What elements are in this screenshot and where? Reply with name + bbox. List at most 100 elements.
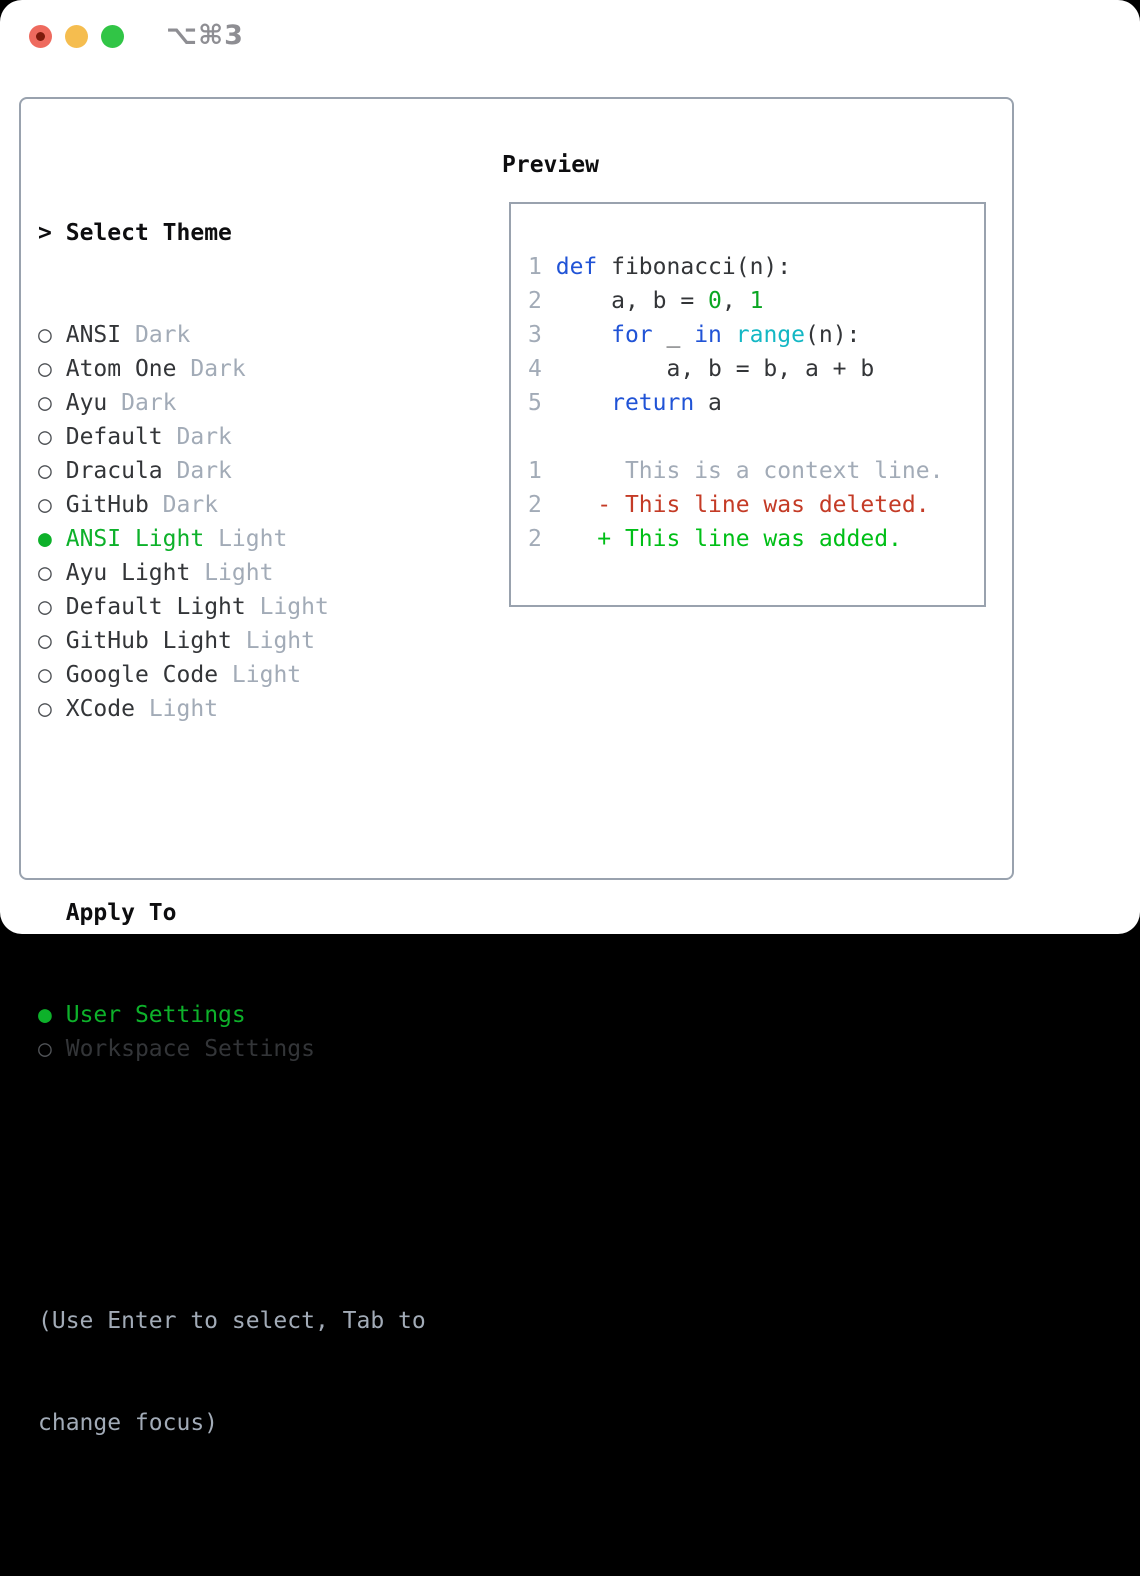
theme-tag: Light: [148, 696, 219, 722]
radio-icon: ○: [38, 560, 52, 586]
preview-header: Preview: [502, 152, 599, 178]
theme-tag: Dark: [162, 492, 219, 518]
spacer: [38, 794, 426, 828]
theme-name: Atom One: [65, 356, 177, 382]
apply-to-label: Apply To: [65, 900, 177, 926]
code-token: [722, 322, 736, 348]
theme-option-xcode[interactable]: ○ XCode Light: [38, 692, 426, 726]
line-number: 5: [528, 390, 542, 416]
code-line: 3 for _ in range(n):: [528, 318, 984, 352]
apply-to-header: Apply To: [38, 896, 426, 930]
radio-icon: ●: [38, 1002, 52, 1028]
theme-selector: > Select Theme ○ ANSI Dark○ Atom One Dar…: [38, 148, 426, 1576]
apply-option-label: User Settings: [65, 1002, 246, 1028]
line-number: 1: [528, 458, 542, 484]
code-token: in: [694, 322, 722, 348]
theme-option-ayu-light[interactable]: ○ Ayu Light Light: [38, 556, 426, 590]
radio-icon: ○: [38, 696, 52, 722]
radio-icon: ○: [38, 424, 52, 450]
apply-option-workspace-settings[interactable]: ○ Workspace Settings: [38, 1032, 426, 1066]
code-token: return: [611, 390, 695, 416]
theme-option-github-light[interactable]: ○ GitHub Light Light: [38, 624, 426, 658]
theme-option-github[interactable]: ○ GitHub Dark: [38, 488, 426, 522]
theme-option-default-light[interactable]: ○ Default Light Light: [38, 590, 426, 624]
theme-option-default[interactable]: ○ Default Dark: [38, 420, 426, 454]
code-token: a: [694, 390, 722, 416]
line-number: 2: [528, 288, 542, 314]
theme-tag: Dark: [176, 458, 232, 484]
spacer: [38, 1134, 426, 1168]
app-window: ⌥⌘3 > Select Theme ○ ANSI Dark○ Atom One…: [0, 0, 1140, 1436]
theme-name: GitHub: [65, 492, 149, 518]
code-token: This is a context line.: [555, 458, 944, 484]
radio-icon: ○: [38, 356, 52, 382]
theme-name: ANSI Light: [65, 526, 205, 552]
cursor-icon: >: [38, 220, 52, 246]
theme-name: Ayu Light: [65, 560, 191, 586]
theme-option-google-code[interactable]: ○ Google Code Light: [38, 658, 426, 692]
theme-tag: Light: [231, 662, 302, 688]
line-number: 4: [528, 356, 542, 382]
help-line: change focus): [38, 1410, 219, 1436]
theme-option-ayu[interactable]: ○ Ayu Dark: [38, 386, 426, 420]
code-line: 1 def fibonacci(n):: [528, 250, 984, 284]
theme-tag: Dark: [190, 356, 246, 382]
select-theme-header: > Select Theme: [38, 216, 426, 250]
apply-to-list: ● User Settings○ Workspace Settings: [38, 998, 426, 1066]
theme-name: Dracula: [65, 458, 163, 484]
diff-preview: 1 This is a context line.2 - This line w…: [528, 454, 984, 556]
radio-icon: ○: [38, 458, 52, 484]
theme-name: Ayu: [65, 390, 108, 416]
diff-line: 2 - This line was deleted.: [528, 488, 984, 522]
code-token: for: [611, 322, 653, 348]
theme-tag: Dark: [176, 424, 232, 450]
blank-line: [528, 420, 984, 454]
theme-option-ansi-light[interactable]: ● ANSI Light Light: [38, 522, 426, 556]
theme-option-atom-one[interactable]: ○ Atom One Dark: [38, 352, 426, 386]
code-line: 2 a, b = 0, 1: [528, 284, 984, 318]
theme-name: GitHub Light: [65, 628, 232, 654]
line-number: 1: [528, 254, 542, 280]
close-button-dot: [36, 32, 45, 41]
theme-tag: Light: [218, 526, 288, 552]
theme-tag: Light: [245, 628, 315, 654]
code-token: 1: [749, 288, 764, 314]
code-token: _: [652, 322, 695, 348]
theme-option-dracula[interactable]: ○ Dracula Dark: [38, 454, 426, 488]
apply-option-user-settings[interactable]: ● User Settings: [38, 998, 426, 1032]
theme-name: ANSI: [65, 322, 122, 348]
line-number: 2: [528, 526, 542, 552]
theme-name: Default Light: [65, 594, 246, 620]
theme-name: Google Code: [65, 662, 219, 688]
code-token: 0: [708, 288, 722, 314]
radio-icon: ○: [38, 390, 52, 416]
radio-icon: ○: [38, 594, 52, 620]
close-button[interactable]: [29, 25, 52, 48]
zoom-button[interactable]: [101, 25, 124, 48]
theme-option-ansi[interactable]: ○ ANSI Dark: [38, 318, 426, 352]
theme-tag: Light: [259, 594, 329, 620]
code-token: (n):: [805, 322, 861, 348]
code-token: range: [735, 322, 806, 348]
theme-list: ○ ANSI Dark○ Atom One Dark○ Ayu Dark○ De…: [38, 318, 426, 726]
radio-icon: ○: [38, 322, 52, 348]
minimize-button[interactable]: [65, 25, 88, 48]
code-token: fibonacci(n):: [597, 254, 792, 280]
radio-icon: ○: [38, 662, 52, 688]
radio-icon: ○: [38, 628, 52, 654]
select-theme-label: Select Theme: [65, 220, 232, 246]
code-token: ,: [721, 288, 750, 314]
code-token: a, b =: [555, 288, 709, 314]
code-line: 5 return a: [528, 386, 984, 420]
code-token: - This line was deleted.: [555, 492, 930, 518]
theme-name: XCode: [65, 696, 135, 722]
radio-icon: ●: [38, 526, 52, 552]
diff-line: 1 This is a context line.: [528, 454, 984, 488]
radio-icon: ○: [38, 492, 52, 518]
code-token: a, b = b, a + b: [555, 356, 875, 382]
code-token: [556, 390, 611, 416]
theme-tag: Light: [204, 560, 274, 586]
code-token: [556, 322, 611, 348]
